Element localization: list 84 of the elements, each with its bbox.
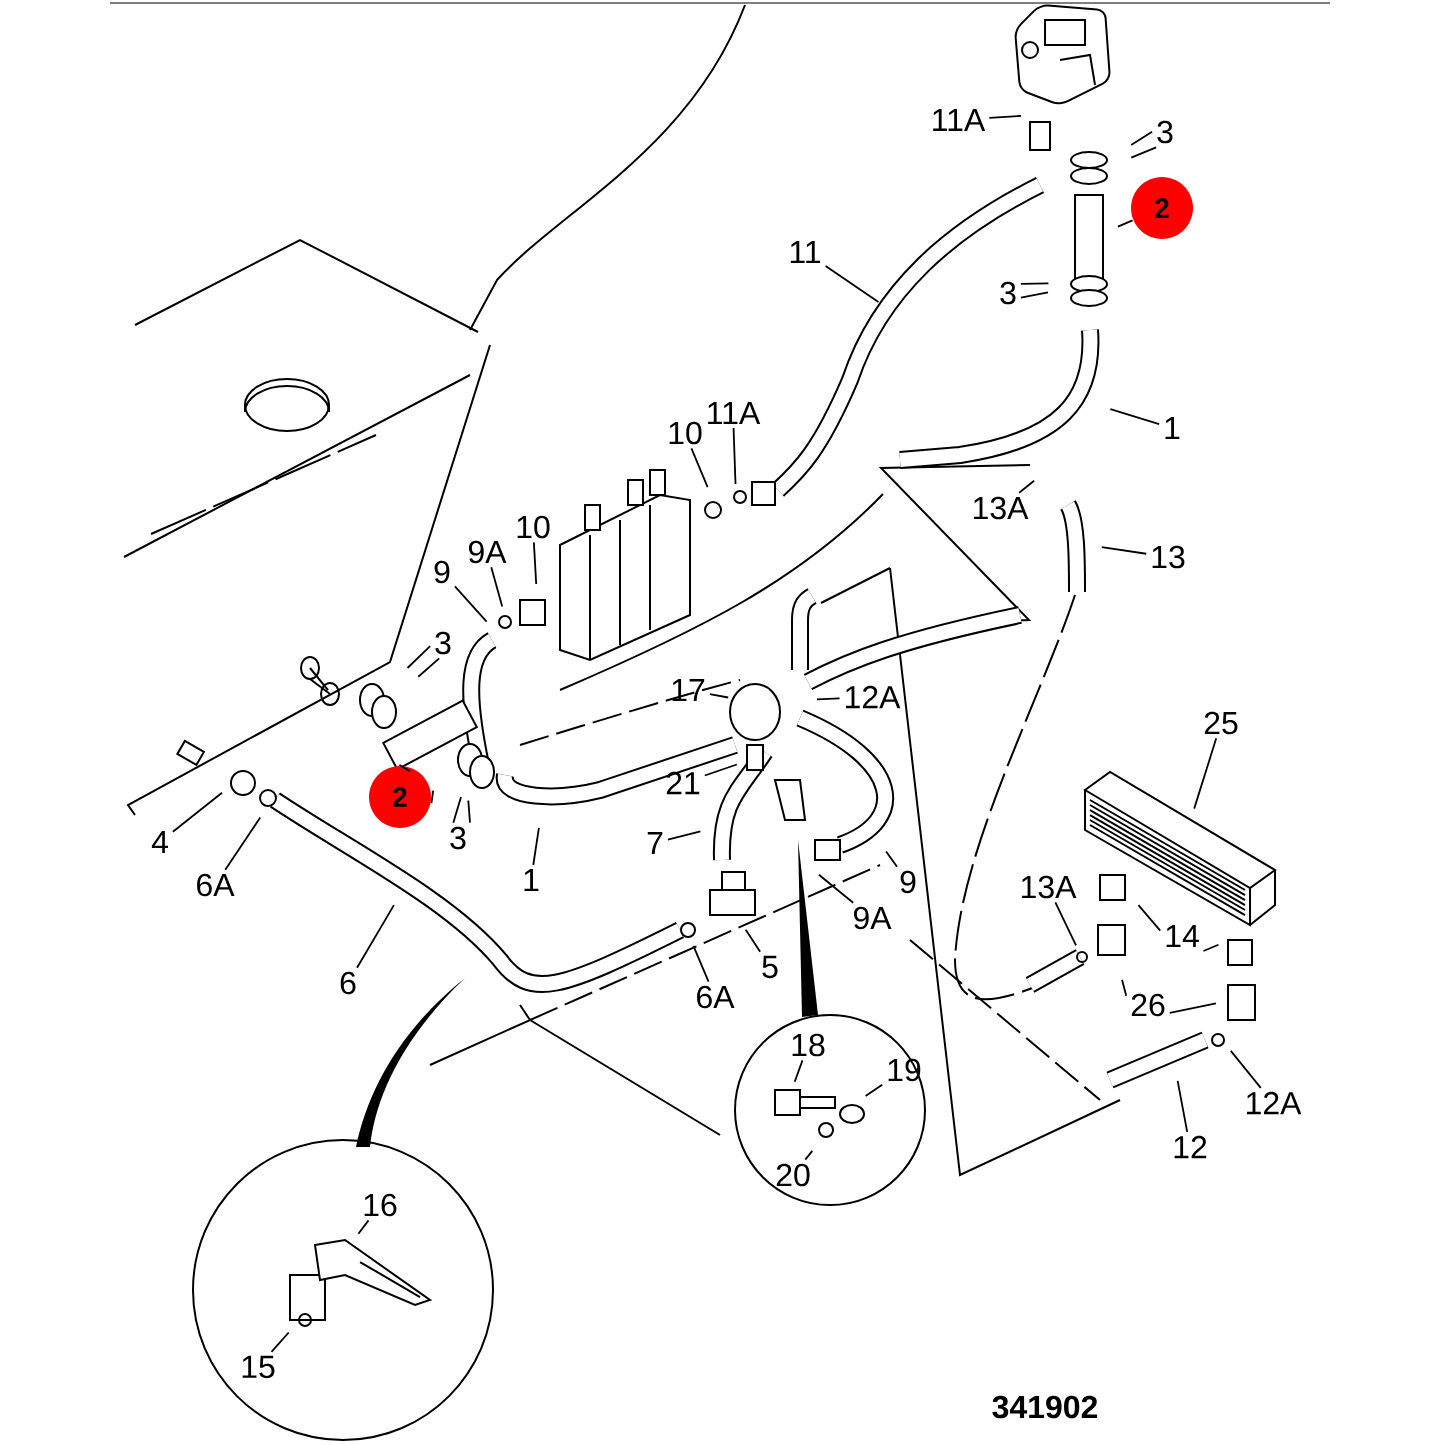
leader-line xyxy=(690,447,709,488)
leader-line xyxy=(1137,904,1162,932)
leader-line xyxy=(490,566,504,608)
callout-number: 11A xyxy=(933,109,986,131)
callout-disc: 2 xyxy=(369,766,431,828)
callout-number: 1 xyxy=(1165,417,1180,439)
leader-line xyxy=(732,427,737,485)
callout-number: 25 xyxy=(1204,711,1238,735)
leader-line xyxy=(532,826,540,866)
leader-line xyxy=(532,541,538,585)
callout-number: 3 xyxy=(1157,120,1173,144)
leader-line xyxy=(406,645,431,669)
callout-number: 6A xyxy=(197,873,235,897)
callout-number: 12A xyxy=(845,685,901,709)
leader-line xyxy=(864,1083,884,1097)
leader-line xyxy=(1176,1079,1189,1133)
leader-line xyxy=(430,789,435,804)
leader-line xyxy=(1121,978,1128,997)
leader-line xyxy=(1130,146,1158,159)
leader-line xyxy=(1054,901,1077,947)
leader-line xyxy=(1202,943,1220,952)
leader-line xyxy=(744,928,762,953)
callout-number: 16 xyxy=(364,1193,397,1217)
leader-line xyxy=(224,816,262,871)
callout-number: 7 xyxy=(647,832,663,854)
callout-number: 11 xyxy=(790,241,821,263)
callout-number: 10 xyxy=(669,421,702,445)
callout-number: 9A xyxy=(468,540,507,564)
leader-line xyxy=(1109,408,1160,425)
callout-number: 13A xyxy=(1022,875,1077,899)
leader-line xyxy=(667,830,702,841)
leader-line xyxy=(816,697,841,701)
leader-line xyxy=(824,265,880,303)
leader-line xyxy=(417,657,441,678)
leader-line xyxy=(357,1219,370,1235)
callout-number: 12 xyxy=(1174,1135,1207,1159)
callout-number: 13 xyxy=(1152,545,1185,569)
callout-number: 9 xyxy=(900,870,916,894)
callout-number: 9 xyxy=(434,560,450,584)
leader-line xyxy=(1100,546,1148,555)
callout-number: 26 xyxy=(1131,993,1165,1017)
callout-number: 3 xyxy=(450,826,466,850)
callout-number: 13A xyxy=(974,496,1029,520)
leader-line xyxy=(1018,479,1035,494)
leader-line xyxy=(1229,1050,1262,1089)
leader-line xyxy=(270,1331,290,1353)
leader-line xyxy=(454,585,488,623)
callout-disc: 2 xyxy=(1131,177,1193,239)
leader-line xyxy=(885,850,898,868)
drawing-number: 341902 xyxy=(992,1395,1098,1419)
leader-line xyxy=(1168,1002,1217,1014)
leader-line xyxy=(703,763,738,777)
leader-line xyxy=(1193,737,1218,810)
callout-number: 6 xyxy=(340,971,356,995)
leader-line xyxy=(1020,282,1050,285)
callout-number: 5 xyxy=(762,955,778,979)
leader-line xyxy=(172,791,223,833)
leader-line xyxy=(804,1150,814,1161)
callout-number: 10 xyxy=(517,515,550,539)
leader-line xyxy=(467,799,471,824)
callout-number: 3 xyxy=(435,631,451,655)
leader-line xyxy=(1117,219,1134,228)
callout-number: 6A xyxy=(697,985,735,1009)
leader-line xyxy=(708,693,730,699)
leader-line xyxy=(1020,291,1049,299)
callout-number: 14 xyxy=(1166,925,1199,947)
leader-line xyxy=(692,945,710,983)
callout-number: 11A xyxy=(708,402,761,424)
leader-line xyxy=(988,115,1022,119)
callout-number: 9A xyxy=(853,906,892,930)
callout-number: 3 xyxy=(1000,281,1016,305)
callout-number: 15 xyxy=(242,1355,275,1379)
callout-number: 17 xyxy=(672,679,705,701)
callout-number: 1 xyxy=(524,869,539,891)
leader-line xyxy=(1130,130,1153,146)
leader-line xyxy=(452,796,462,824)
leader-line xyxy=(793,1059,804,1083)
leader-line xyxy=(818,873,855,904)
callout-number: 12A xyxy=(1247,1091,1302,1115)
callout-number: 4 xyxy=(151,831,168,853)
callout-number: 20 xyxy=(776,1163,810,1187)
callout-number: 18 xyxy=(792,1033,825,1057)
leader-line xyxy=(356,904,395,969)
leader-line xyxy=(398,764,411,772)
